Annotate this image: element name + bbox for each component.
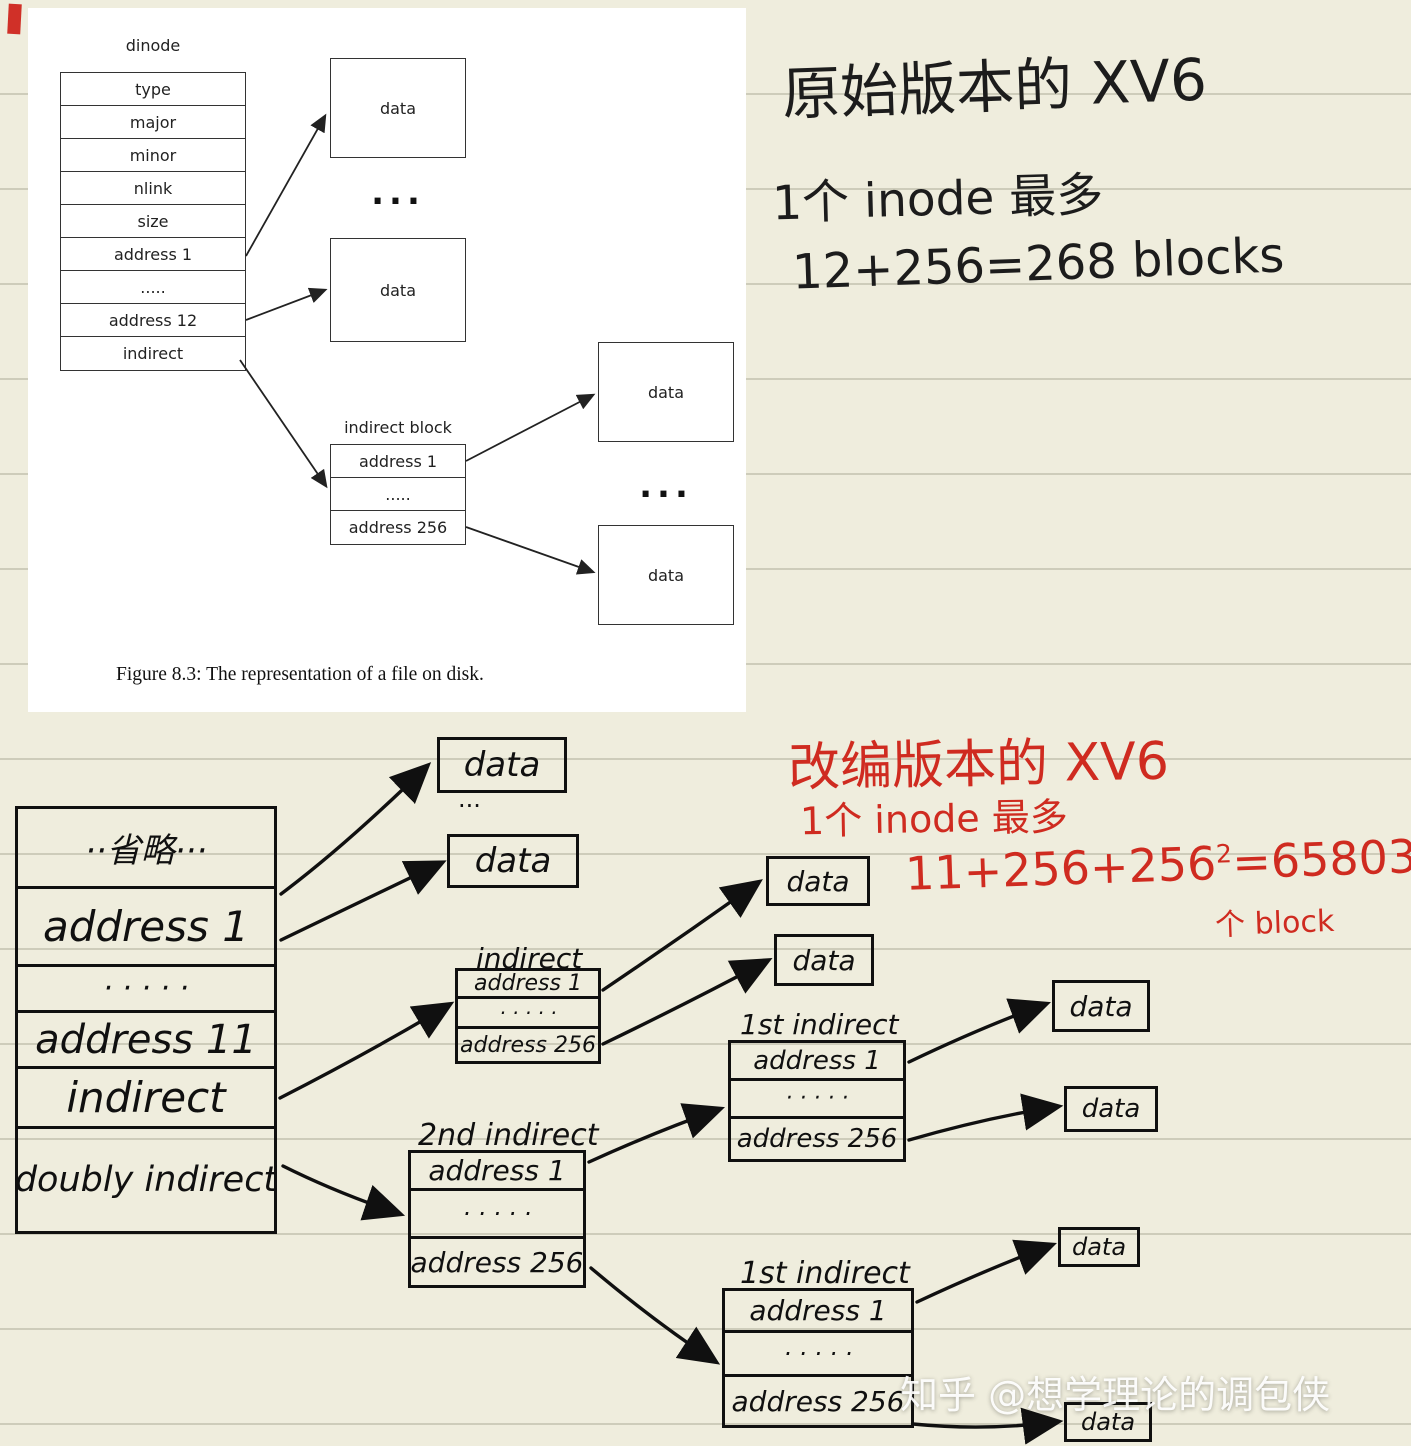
data-block: data: [774, 934, 874, 986]
note-modified-inode-max: 1个 inode 最多: [799, 794, 1069, 844]
formula-exponent: 2: [1215, 839, 1233, 869]
sketch-inode-row-omitted: ··省略···: [18, 809, 274, 889]
note-original-xv6-title: 原始版本的 XV6: [781, 45, 1208, 129]
dinode-table: type major minor nlink size address 1 ..…: [60, 72, 246, 371]
data-block: data: [598, 525, 734, 625]
data-block: data: [1064, 1086, 1158, 1132]
data-label: data: [1081, 1094, 1141, 1124]
block-row-address1: address 1: [458, 971, 598, 999]
dinode-row-type: type: [61, 73, 245, 106]
sketch-inode-table: ··省略··· address 1 · · · · · address 11 i…: [15, 806, 277, 1234]
sketch-second-indirect-block: address 1 · · · · · address 256: [408, 1150, 586, 1288]
data-label: data: [786, 864, 850, 898]
formula-result: =65803: [1231, 829, 1411, 890]
formula-base: 11+256+256: [904, 836, 1218, 901]
block-row-dots: · · · · ·: [731, 1081, 903, 1119]
data-block: data: [1064, 1402, 1152, 1442]
data-label: data: [474, 841, 552, 881]
block-row-dots: · · · · ·: [725, 1333, 911, 1377]
sketch-inode-row-address1: address 1: [18, 889, 274, 967]
indirect-row-dots: .....: [331, 478, 465, 511]
dinode-row-minor: minor: [61, 139, 245, 172]
data-block: data: [437, 737, 567, 793]
data-label: data: [647, 382, 685, 402]
block-row-address256: address 256: [736, 1124, 898, 1154]
block-row-dots: · · · · ·: [458, 999, 598, 1029]
block-row-address256: address 256: [411, 1245, 583, 1279]
sketch-ellipsis: ···: [458, 792, 481, 820]
ellipsis-data-column-2: ...: [639, 466, 693, 506]
indirect-block-table: address 1 ..... address 256: [330, 444, 466, 545]
sketch-second-indirect-title: 2nd indirect: [418, 1118, 599, 1153]
dinode-row-dots: .....: [61, 271, 245, 304]
block-row-address1: address 1: [731, 1043, 903, 1081]
printed-figure-panel: dinode type major minor nlink size addre…: [28, 8, 746, 712]
indirect-block-title: indirect block: [344, 418, 452, 437]
data-label: data: [792, 943, 856, 977]
dinode-row-major: major: [61, 106, 245, 139]
ellipsis-data-column-1: ...: [371, 173, 425, 213]
data-block: data: [330, 58, 466, 158]
block-row-address1: address 1: [725, 1291, 911, 1333]
data-block: data: [1052, 980, 1150, 1032]
sketch-inode-row-address11: address 11: [18, 1013, 274, 1069]
watermark: 知乎 @想学理论的调包侠: [900, 1373, 1331, 1417]
figure-caption: Figure 8.3: The representation of a file…: [116, 664, 484, 685]
sketch-inode-row-indirect: indirect: [18, 1069, 274, 1129]
data-block: data: [766, 856, 870, 906]
block-row-address256: address 256: [731, 1384, 905, 1418]
sketch-first-indirect-lower: address 1 · · · · · address 256: [722, 1288, 914, 1428]
sketch-first-indirect-upper-title: 1st indirect: [740, 1008, 899, 1041]
data-block: data: [1058, 1227, 1140, 1267]
data-label: data: [647, 565, 685, 585]
indirect-row-address256: address 256: [348, 518, 448, 537]
data-label: data: [379, 280, 417, 300]
data-block: data: [447, 834, 579, 888]
dinode-row-indirect: indirect: [122, 344, 184, 363]
sketch-first-indirect-lower-title: 1st indirect: [740, 1256, 910, 1291]
block-row-dots: · · · · ·: [411, 1191, 583, 1239]
block-row-address256: address 256: [460, 1032, 596, 1058]
dinode-row-address1: address 1: [61, 238, 245, 271]
data-label: data: [1080, 1408, 1136, 1436]
block-row-address1: address 1: [411, 1153, 583, 1191]
note-modified-unit: 个 block: [1214, 903, 1335, 944]
red-corner-mark: [7, 3, 22, 35]
indirect-row-address1: address 1: [331, 445, 465, 478]
dinode-row-nlink: nlink: [61, 172, 245, 205]
data-block: data: [330, 238, 466, 342]
sketch-inode-row-dots: · · · · ·: [18, 967, 274, 1013]
data-label: data: [379, 98, 417, 118]
sketch-first-indirect-upper: address 1 · · · · · address 256: [728, 1040, 906, 1162]
data-label: data: [1071, 1233, 1127, 1261]
sketch-indirect-block: address 1 · · · · · address 256: [455, 968, 601, 1064]
data-label: data: [463, 745, 541, 785]
dinode-row-size: size: [61, 205, 245, 238]
data-label: data: [1069, 989, 1133, 1023]
dinode-table-title: dinode: [125, 36, 181, 55]
data-block: data: [598, 342, 734, 442]
dinode-row-address12: address 12: [61, 304, 245, 337]
sketch-inode-row-doubly-indirect: doubly indirect: [18, 1160, 274, 1200]
note-inode-max: 1个 inode 最多: [771, 167, 1104, 232]
